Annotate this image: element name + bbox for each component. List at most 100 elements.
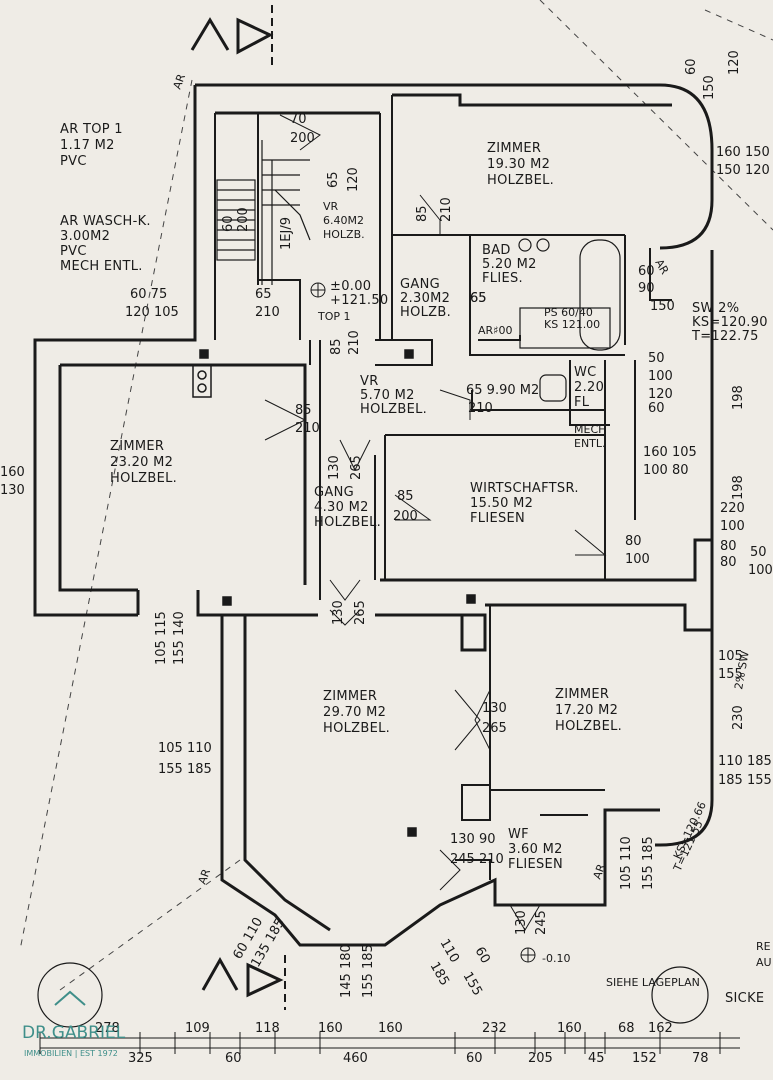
dimension-chain-top-label: 160 xyxy=(318,1021,343,1036)
room-label-zimmer-1720: HOLZBEL. xyxy=(555,719,622,734)
dimension-label: 160 150 xyxy=(716,145,770,160)
room-label-wc-220: FL xyxy=(574,395,590,410)
dimension-label: 155 xyxy=(460,970,485,999)
dimension-label: 60 xyxy=(472,945,493,967)
dimension-label: 65 xyxy=(326,171,341,188)
room-label-zimmer-1720: 17.20 M2 xyxy=(555,703,618,718)
room-label-bad-520: 5.20 M2 xyxy=(482,257,537,272)
dimension-label: 155 xyxy=(718,667,743,682)
dimension-label: 200 xyxy=(290,131,315,146)
dimension-label: 85 xyxy=(295,403,312,418)
logo-name: DR.GABRIEL xyxy=(22,1023,126,1043)
dimension-label: 60 xyxy=(648,401,665,416)
room-label-wirtschaftsr: 15.50 M2 xyxy=(470,496,533,511)
room-label-wf-360: WF xyxy=(508,827,529,842)
interior-walls xyxy=(214,95,672,880)
note-level-0: +121.50 xyxy=(330,293,388,308)
dimension-label: 50 xyxy=(648,351,665,366)
room-label-vr-570: 5.70 M2 xyxy=(360,388,415,403)
exterior-walls xyxy=(33,83,714,947)
note-mech-entl: MECH xyxy=(574,423,606,436)
dimension-label: 130 xyxy=(514,910,529,935)
dimension-chain-top-label: 68 xyxy=(618,1021,635,1036)
dimension-label: 120 xyxy=(727,50,742,75)
dimension-label: 150 120 xyxy=(716,163,770,178)
dimension-chain-bottom-label: 45 xyxy=(588,1051,605,1066)
dimension-label: 100 xyxy=(648,369,673,384)
dimension-label: 155 185 xyxy=(641,836,656,890)
room-label-zimmer-2320: HOLZBEL. xyxy=(110,471,177,486)
room-label-gang-230: HOLZB. xyxy=(400,305,451,320)
dimension-label: 65 xyxy=(255,287,272,302)
room-label-bad-520: FLIES. xyxy=(482,271,523,286)
dimension-label: 100 80 xyxy=(643,463,689,478)
dimension-chain-top-label: 162 xyxy=(648,1021,673,1036)
level-markers xyxy=(37,282,709,1028)
note-ar-gang: AR♯00 xyxy=(478,324,513,337)
dimension-chain-top-label: 232 xyxy=(482,1021,507,1036)
dimension-chain-bottom-label: 460 xyxy=(343,1051,368,1066)
dimension-label: 160 105 xyxy=(643,445,697,460)
dimension-label: 120 xyxy=(346,167,361,192)
dimension-label: 85 xyxy=(397,489,414,504)
dimension-label: 210 xyxy=(295,421,320,436)
dimension-label: 130 xyxy=(482,701,507,716)
dimension-label: 80 xyxy=(720,539,737,554)
room-label-vr-640: 6.40M2 xyxy=(323,214,364,227)
note-ar-wasch: PVC xyxy=(60,244,87,259)
dimension-label: 1EJ/9 xyxy=(279,217,294,250)
note-ar-wasch: AR WASCH-K. xyxy=(60,214,151,229)
dimension-label: 100 xyxy=(625,552,650,567)
room-label-wc-220: 2.20 xyxy=(574,380,604,395)
dimension-label: 150 xyxy=(650,299,675,314)
dimension-label: 210 xyxy=(439,197,454,222)
dimension-label: 105 110 xyxy=(619,836,634,890)
note-ar-wasch: 3.00M2 xyxy=(60,229,110,244)
bath-fixtures xyxy=(518,238,621,402)
dimension-label: 50 xyxy=(750,545,767,560)
note-ar-top1: AR TOP 1 xyxy=(60,122,123,137)
note-ar-right: AR xyxy=(652,257,671,277)
note-mech-entl: ENTL. xyxy=(574,437,606,450)
dimension-label: 130 90 xyxy=(450,832,496,847)
stair xyxy=(216,140,311,285)
dimension-chain-bottom-label: 205 xyxy=(528,1051,553,1066)
dimension-label: 185 155 xyxy=(718,773,772,788)
note-top1: TOP 1 xyxy=(317,310,351,323)
note-ar-wasch: MECH ENTL. xyxy=(60,259,143,274)
note-sw-ks: T=122.75 xyxy=(691,329,759,344)
note-ar-north: AR xyxy=(171,72,189,91)
logo-house-icon xyxy=(54,990,86,1006)
dimension-label: 198 xyxy=(731,385,746,410)
dimension-label: 65 xyxy=(470,291,487,306)
dimension-label: 200 xyxy=(236,207,251,232)
note-ps-ks: PS 60/40 xyxy=(544,306,593,319)
room-label-zimmer-2320: 23.20 M2 xyxy=(110,455,173,470)
dimension-label: 70 xyxy=(290,112,307,127)
dimension-label: 220 xyxy=(720,501,745,516)
room-label-wf-360: FLIESEN xyxy=(508,857,563,872)
note-re: RE xyxy=(756,940,771,953)
note-ar-wf: AR xyxy=(591,862,609,881)
dimension-label: 230 xyxy=(731,705,746,730)
dimension-chain-bottom-label: 60 xyxy=(225,1051,242,1066)
room-label-wirtschaftsr: WIRTSCHAFTSR. xyxy=(470,481,579,496)
room-label-wf-360: 3.60 M2 xyxy=(508,842,563,857)
dimension-label: 100 xyxy=(748,563,773,578)
dimension-label: 130 xyxy=(0,483,25,498)
dimension-label: 130 xyxy=(327,455,342,480)
dimension-chain-top-label: 278 xyxy=(95,1021,120,1036)
room-label-wc-220: WC xyxy=(574,365,597,380)
dimension-label: 210 xyxy=(468,401,493,416)
dimension-label: 65 xyxy=(470,291,487,306)
dimension-chain-top-label: 160 xyxy=(557,1021,582,1036)
dimension-label: 155 185 xyxy=(158,762,212,777)
dimension-label: 130 xyxy=(331,600,346,625)
dimension-label: 198 xyxy=(731,475,746,500)
dimension-chain-bottom-label: 60 xyxy=(466,1051,483,1066)
note-sw-ks: KS=120.90 xyxy=(692,315,768,330)
dimension-label: 65 9.90 M2 xyxy=(466,383,539,398)
room-label-zimmer-1930: 19.30 M2 xyxy=(487,157,550,172)
property-lines xyxy=(19,0,773,991)
